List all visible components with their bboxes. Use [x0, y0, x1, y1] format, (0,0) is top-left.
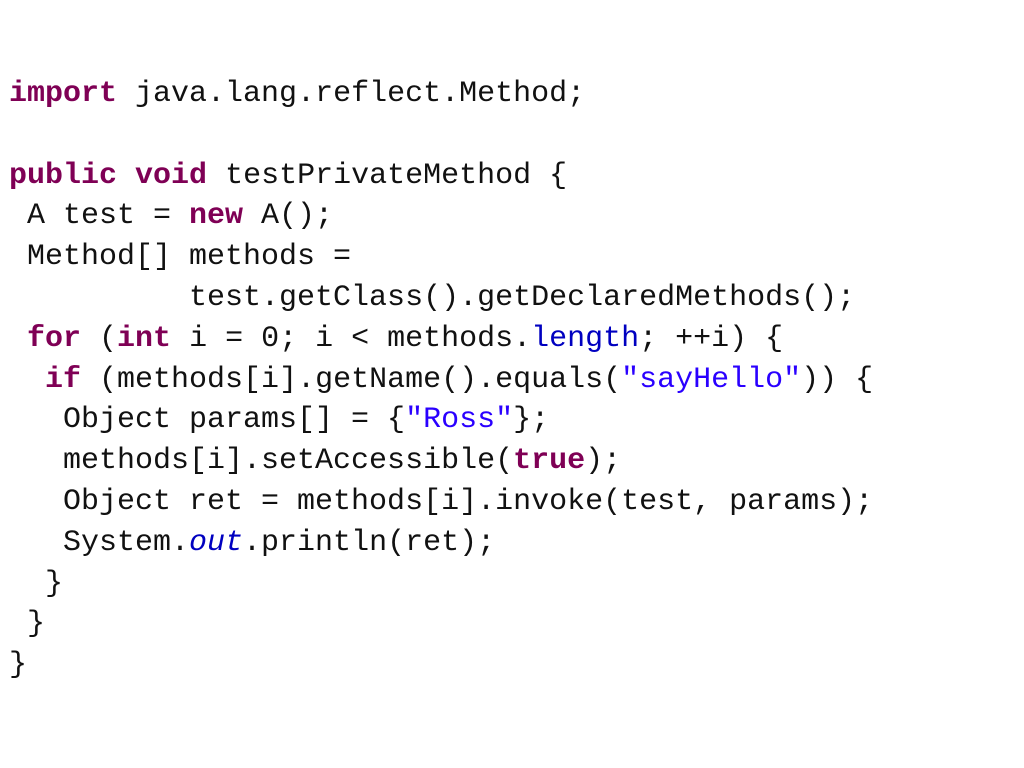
code-text: A test =: [9, 199, 190, 234]
code-text: A();: [243, 199, 334, 234]
string-literal: "sayHello": [621, 362, 802, 397]
code-text: (methods[i].getName().equals(: [81, 362, 622, 397]
code-line: }: [9, 604, 873, 645]
code-text: )) {: [801, 362, 874, 397]
code-block: import java.lang.reflect.Method; public v…: [9, 74, 873, 686]
code-line: Object params[] = {"Ross"};: [9, 400, 873, 441]
code-text: .println(ret);: [243, 525, 496, 560]
code-line: A test = new A();: [9, 196, 873, 237]
code-line: test.getClass().getDeclaredMethods();: [9, 278, 873, 319]
code-text: Object params[] = {: [9, 403, 406, 438]
code-text: [9, 363, 45, 397]
code-line: for (int i = 0; i < methods.length; ++i)…: [9, 319, 873, 360]
code-text: );: [585, 444, 622, 479]
keyword: if: [45, 362, 82, 397]
code-line: }: [9, 564, 873, 605]
code-text: }: [9, 648, 28, 683]
code-text: test.getClass().getDeclaredMethods();: [9, 280, 856, 315]
code-text: testPrivateMethod {: [207, 158, 568, 193]
string-literal: "Ross": [405, 403, 514, 438]
code-line: System.out.println(ret);: [9, 523, 873, 564]
code-text: i = 0; i < methods.: [171, 321, 532, 356]
code-text: }: [9, 566, 64, 601]
code-text: };: [513, 403, 550, 438]
keyword: public: [9, 158, 118, 193]
code-text: ; ++i) {: [639, 321, 784, 356]
code-text: methods[i].setAccessible(: [9, 444, 514, 479]
code-line: import java.lang.reflect.Method;: [9, 74, 873, 115]
keyword: new: [189, 199, 244, 234]
code-text: Object ret = methods[i].invoke(test, par…: [9, 484, 874, 519]
keyword: void: [135, 158, 208, 193]
code-text: }: [9, 607, 46, 642]
code-text: [117, 159, 135, 193]
code-line: public void testPrivateMethod {: [9, 156, 873, 197]
code-text: [9, 322, 27, 356]
code-line: if (methods[i].getName().equals("sayHell…: [9, 360, 873, 401]
field-name: length: [531, 321, 640, 356]
code-line: }: [9, 645, 873, 686]
code-text: java.lang.reflect.Method;: [117, 77, 586, 111]
keyword: import: [9, 77, 118, 111]
code-line: methods[i].setAccessible(true);: [9, 441, 873, 482]
code-line: Method[] methods =: [9, 237, 873, 278]
keyword: for: [27, 321, 82, 356]
code-text: (: [81, 321, 118, 356]
code-line: [9, 115, 873, 156]
code-text: Method[] methods =: [9, 240, 352, 275]
code-text: System.: [9, 525, 190, 560]
keyword: int: [117, 321, 172, 356]
code-line: Object ret = methods[i].invoke(test, par…: [9, 482, 873, 523]
static-field-name: out: [189, 525, 244, 560]
keyword: true: [513, 444, 586, 479]
